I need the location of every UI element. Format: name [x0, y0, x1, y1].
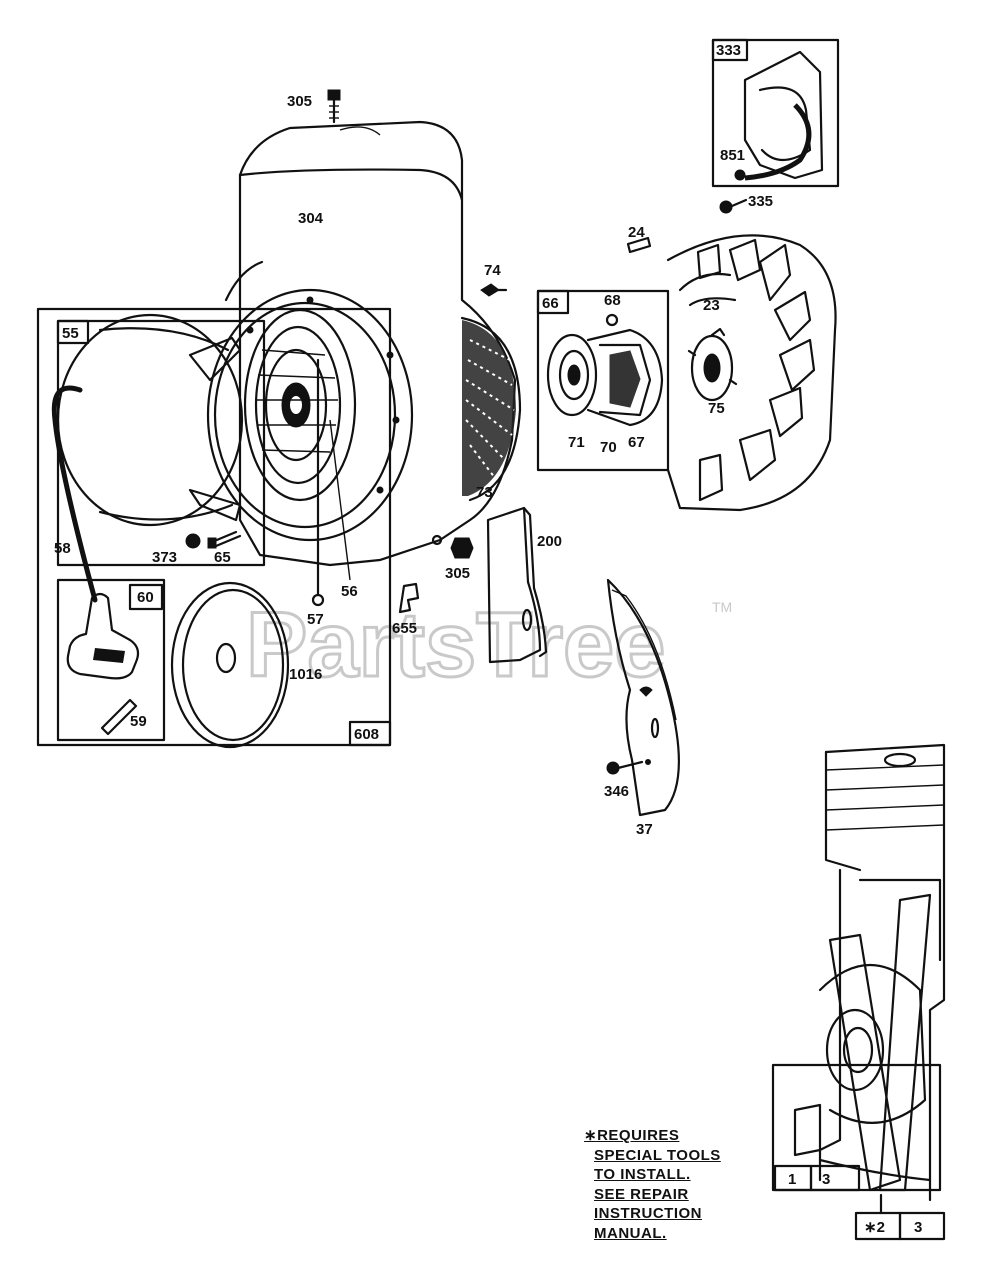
part-label-66: 66 — [542, 295, 559, 312]
starter-rope-58 — [51, 385, 98, 603]
clutch-box-66 — [536, 289, 670, 472]
starter-housing-flange — [206, 288, 414, 542]
ref-box-3b — [898, 1211, 946, 1241]
watermark-tm: TM — [712, 599, 732, 615]
starter-disc-1016 — [170, 581, 290, 749]
baffle-200 — [486, 506, 548, 664]
watermark-text: PartsTree — [246, 594, 665, 696]
bracket-box-333 — [711, 38, 840, 188]
engine-block — [771, 743, 946, 1202]
starter-grip — [66, 592, 140, 680]
blower-housing-304 — [224, 120, 517, 567]
part-label-59: 59 — [130, 713, 147, 730]
clutch-assembly — [546, 313, 664, 427]
note-line-6: MANUAL. — [594, 1224, 667, 1242]
part-label-305-lower: 305 — [445, 565, 470, 582]
flywheel-23 — [666, 234, 837, 512]
note-line-2: SPECIAL TOOLS — [594, 1146, 721, 1164]
air-guide-37 — [606, 578, 680, 817]
grip-box-60 — [56, 578, 166, 742]
part-label-304: 304 — [298, 210, 324, 227]
ref-box-3a — [809, 1164, 861, 1192]
special-tools-note: ∗REQUIRES SPECIAL TOOLS TO INSTALL. SEE … — [584, 1126, 764, 1243]
part-label-23: 23 — [703, 297, 720, 314]
part-label-57: 57 — [307, 611, 324, 628]
part-label-70: 70 — [600, 439, 617, 456]
rotating-screen-73 — [460, 316, 522, 502]
washer-373 — [185, 533, 201, 549]
part-label-24: 24 — [628, 224, 645, 241]
bolt-305-top — [327, 89, 341, 124]
note-line-1: ∗REQUIRES — [584, 1127, 680, 1144]
part-labels: 305 304 333 851 335 24 74 66 68 23 75 71… — [54, 42, 922, 1236]
screw-65 — [207, 530, 242, 549]
part-label-74: 74 — [484, 262, 501, 279]
part-label-851: 851 — [720, 147, 745, 164]
part-label-608: 608 — [354, 726, 379, 743]
part-label-1016: 1016 — [289, 666, 322, 683]
part-label-335: 335 — [748, 193, 773, 210]
part-label-333: 333 — [716, 42, 741, 59]
part-label-68: 68 — [604, 292, 621, 309]
note-line-5: INSTRUCTION — [594, 1205, 702, 1222]
part-label-3-lower: 3 — [914, 1219, 922, 1236]
part-label-1: 1 — [788, 1171, 796, 1188]
part-label-65: 65 — [214, 549, 231, 566]
label-box-608 — [348, 720, 392, 747]
screw-74 — [480, 283, 508, 297]
part-label-373: 373 — [152, 549, 177, 566]
note-line-3: TO INSTALL. — [594, 1166, 691, 1183]
screw-346 — [606, 760, 644, 775]
part-label-60: 60 — [137, 589, 154, 606]
label-box-333 — [711, 38, 749, 62]
part-label-655: 655 — [392, 620, 417, 637]
pulley-56 — [243, 308, 357, 502]
part-label-2: ∗2 — [864, 1219, 885, 1236]
part-label-346: 346 — [604, 783, 629, 800]
part-label-3-upper: 3 — [822, 1171, 830, 1188]
bolt-305-lower — [431, 534, 474, 559]
note-line-4: SEE REPAIR — [594, 1185, 689, 1203]
part-label-37: 37 — [636, 821, 653, 838]
part-label-56: 56 — [341, 583, 358, 600]
part-label-73: 73 — [476, 484, 493, 501]
part-label-75: 75 — [708, 400, 725, 417]
rewind-spring-57 — [311, 358, 351, 607]
label-box-66 — [536, 289, 570, 315]
screw-335 — [719, 198, 748, 214]
part-label-67: 67 — [628, 434, 645, 451]
part-label-305-top: 305 — [287, 93, 312, 110]
clip-655 — [398, 582, 420, 614]
bracket-333 — [734, 50, 824, 181]
part-label-55: 55 — [62, 325, 79, 342]
key-24 — [626, 236, 652, 254]
part-label-200: 200 — [537, 533, 562, 550]
watermark: PartsTree TM — [245, 593, 733, 698]
label-box-60 — [128, 583, 164, 611]
pin-59 — [100, 698, 138, 736]
part-label-58: 58 — [54, 540, 71, 557]
starter-cup-55 — [56, 313, 244, 527]
part-label-71: 71 — [568, 434, 585, 451]
